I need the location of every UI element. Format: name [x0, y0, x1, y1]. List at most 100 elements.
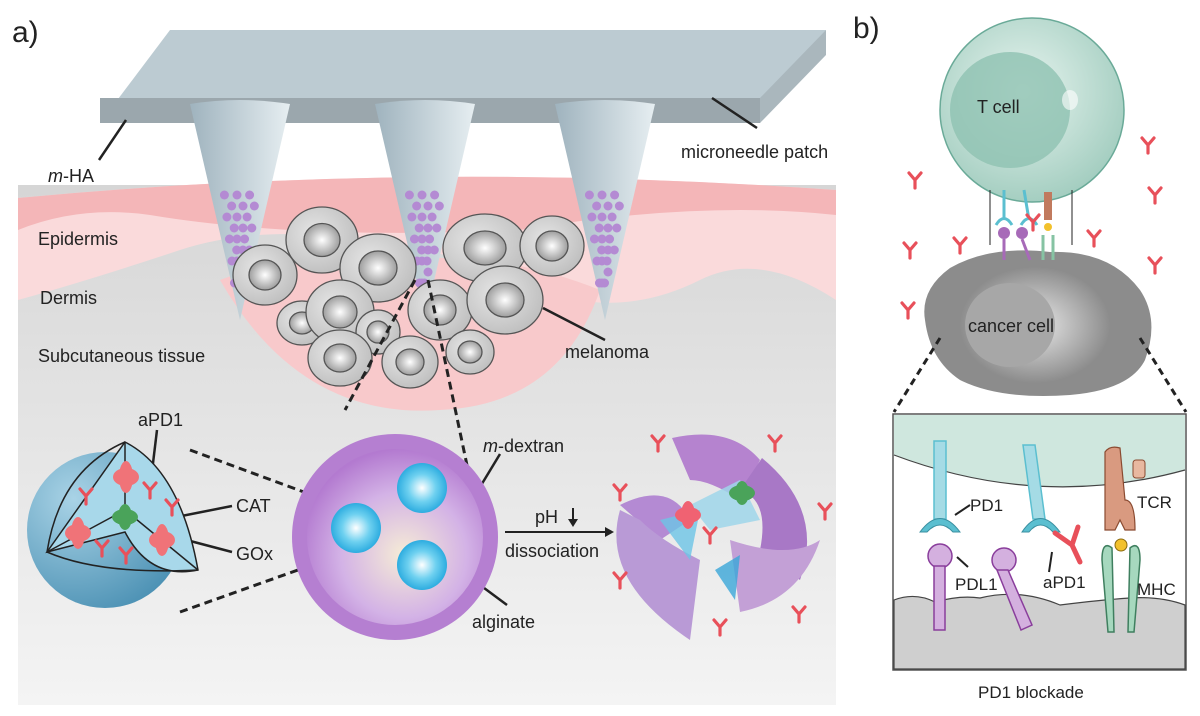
pd1-blockade-inset: PD1 PDL1 aPD1 TCR MHC	[892, 413, 1187, 671]
microneedle-3	[555, 100, 655, 320]
drug-dot	[607, 212, 617, 222]
drug-dot	[232, 190, 242, 200]
drug-dot	[605, 234, 615, 244]
apd1-antibody-bound	[1052, 524, 1083, 565]
tcr-label: TCR	[1137, 493, 1172, 512]
drug-dot	[232, 245, 242, 255]
panel-b-label: b)	[853, 12, 880, 45]
melanoma-cell	[519, 215, 585, 277]
drug-loaded-microgels	[219, 190, 624, 288]
drug-dot	[427, 212, 437, 222]
mhc-label: MHC	[1137, 580, 1176, 599]
cat-label: CAT	[236, 496, 271, 516]
gox-enzyme-icon	[65, 461, 175, 556]
drug-dot	[423, 245, 433, 255]
pd1-label: PD1	[970, 496, 1003, 515]
drug-dot	[245, 190, 255, 200]
alginate-label: alginate	[472, 612, 535, 632]
drug-dot	[242, 212, 252, 222]
drug-dot	[597, 190, 607, 200]
microgel	[292, 434, 498, 640]
m-dextran-label: m-dextran	[483, 436, 564, 456]
panel-b: b) T cell cancer cell	[853, 12, 1188, 702]
drug-dot	[609, 245, 619, 255]
melanoma-label: melanoma	[565, 342, 650, 362]
melanoma-cell	[307, 329, 373, 387]
microneedle-1	[190, 100, 290, 320]
drug-dot	[417, 245, 427, 255]
pd1-receptor-2	[1021, 444, 1061, 533]
cat-enzyme-icon	[112, 504, 138, 530]
cancer-cell	[924, 250, 1152, 396]
drug-dot	[597, 245, 607, 255]
drug-dot	[600, 278, 610, 288]
drug-dot	[603, 201, 613, 211]
drug-dot	[592, 201, 602, 211]
ph-label: pH	[535, 507, 558, 527]
drug-dot	[584, 190, 594, 200]
pdl1-ligand-2	[991, 547, 1033, 632]
epidermis-label: Epidermis	[38, 229, 118, 249]
drug-dot	[417, 190, 427, 200]
drug-dot	[238, 201, 248, 211]
drug-dot	[229, 223, 239, 233]
inset-zoom-lines	[892, 337, 1188, 413]
apd1-inset-label: aPD1	[1043, 573, 1086, 592]
drug-dot	[589, 234, 599, 244]
melanoma-cell	[285, 206, 359, 274]
drug-dot	[610, 190, 620, 200]
melanoma-cell	[445, 329, 495, 375]
dissociation-arrow	[505, 508, 614, 537]
panel-a: a) m-HA microneedle patch Epidermis Derm…	[12, 16, 836, 705]
drug-dot	[603, 223, 613, 233]
drug-dot	[423, 267, 433, 277]
drug-dot	[432, 223, 442, 233]
pd1-receptor-1	[919, 440, 961, 533]
t-cell-label: T cell	[977, 97, 1020, 117]
dissociation-label: dissociation	[505, 541, 599, 561]
drug-dot	[434, 201, 444, 211]
drug-dot	[224, 234, 234, 244]
drug-dot	[594, 223, 604, 233]
microneedle-2	[375, 100, 475, 320]
drug-dot	[430, 190, 440, 200]
drug-dot	[417, 234, 427, 244]
drug-dot	[238, 223, 248, 233]
drug-dot	[429, 245, 439, 255]
microneedle-patch-label: microneedle patch	[681, 142, 828, 162]
drug-dot	[404, 190, 414, 200]
panel-a-label: a)	[12, 16, 39, 49]
drug-dot	[219, 190, 229, 200]
drug-dot	[417, 212, 427, 222]
drug-dot	[587, 212, 597, 222]
drug-dot	[603, 267, 613, 277]
melanoma-cell	[232, 244, 298, 306]
drug-dot	[247, 223, 257, 233]
drug-dot	[422, 256, 432, 266]
gox-label: GOx	[236, 544, 273, 564]
melanoma-cell	[442, 213, 528, 283]
dissociated-microgel	[612, 434, 833, 640]
drug-dot	[425, 234, 435, 244]
m-ha-label: m-HA	[48, 166, 94, 186]
pdl1-label: PDL1	[955, 575, 998, 594]
apd1-label: aPD1	[138, 410, 183, 430]
melanoma-cells	[232, 206, 585, 389]
drug-dot	[423, 201, 433, 211]
drug-dot	[249, 201, 259, 211]
melanoma-cell	[407, 279, 473, 341]
drug-dot	[240, 234, 250, 244]
drug-dot	[597, 212, 607, 222]
drug-dot	[414, 223, 424, 233]
inset-leader-lines	[954, 504, 1053, 573]
drug-dot	[602, 256, 612, 266]
inset-caption: PD1 blockade	[978, 683, 1084, 702]
melanoma-cell	[466, 265, 544, 335]
melanoma-cell	[381, 335, 439, 389]
mhc-molecule	[1101, 545, 1141, 633]
drug-dot	[232, 234, 242, 244]
drug-dot	[412, 201, 422, 211]
dermis-label: Dermis	[40, 288, 97, 308]
tcr-receptor	[1104, 446, 1146, 531]
drug-dot	[614, 201, 624, 211]
